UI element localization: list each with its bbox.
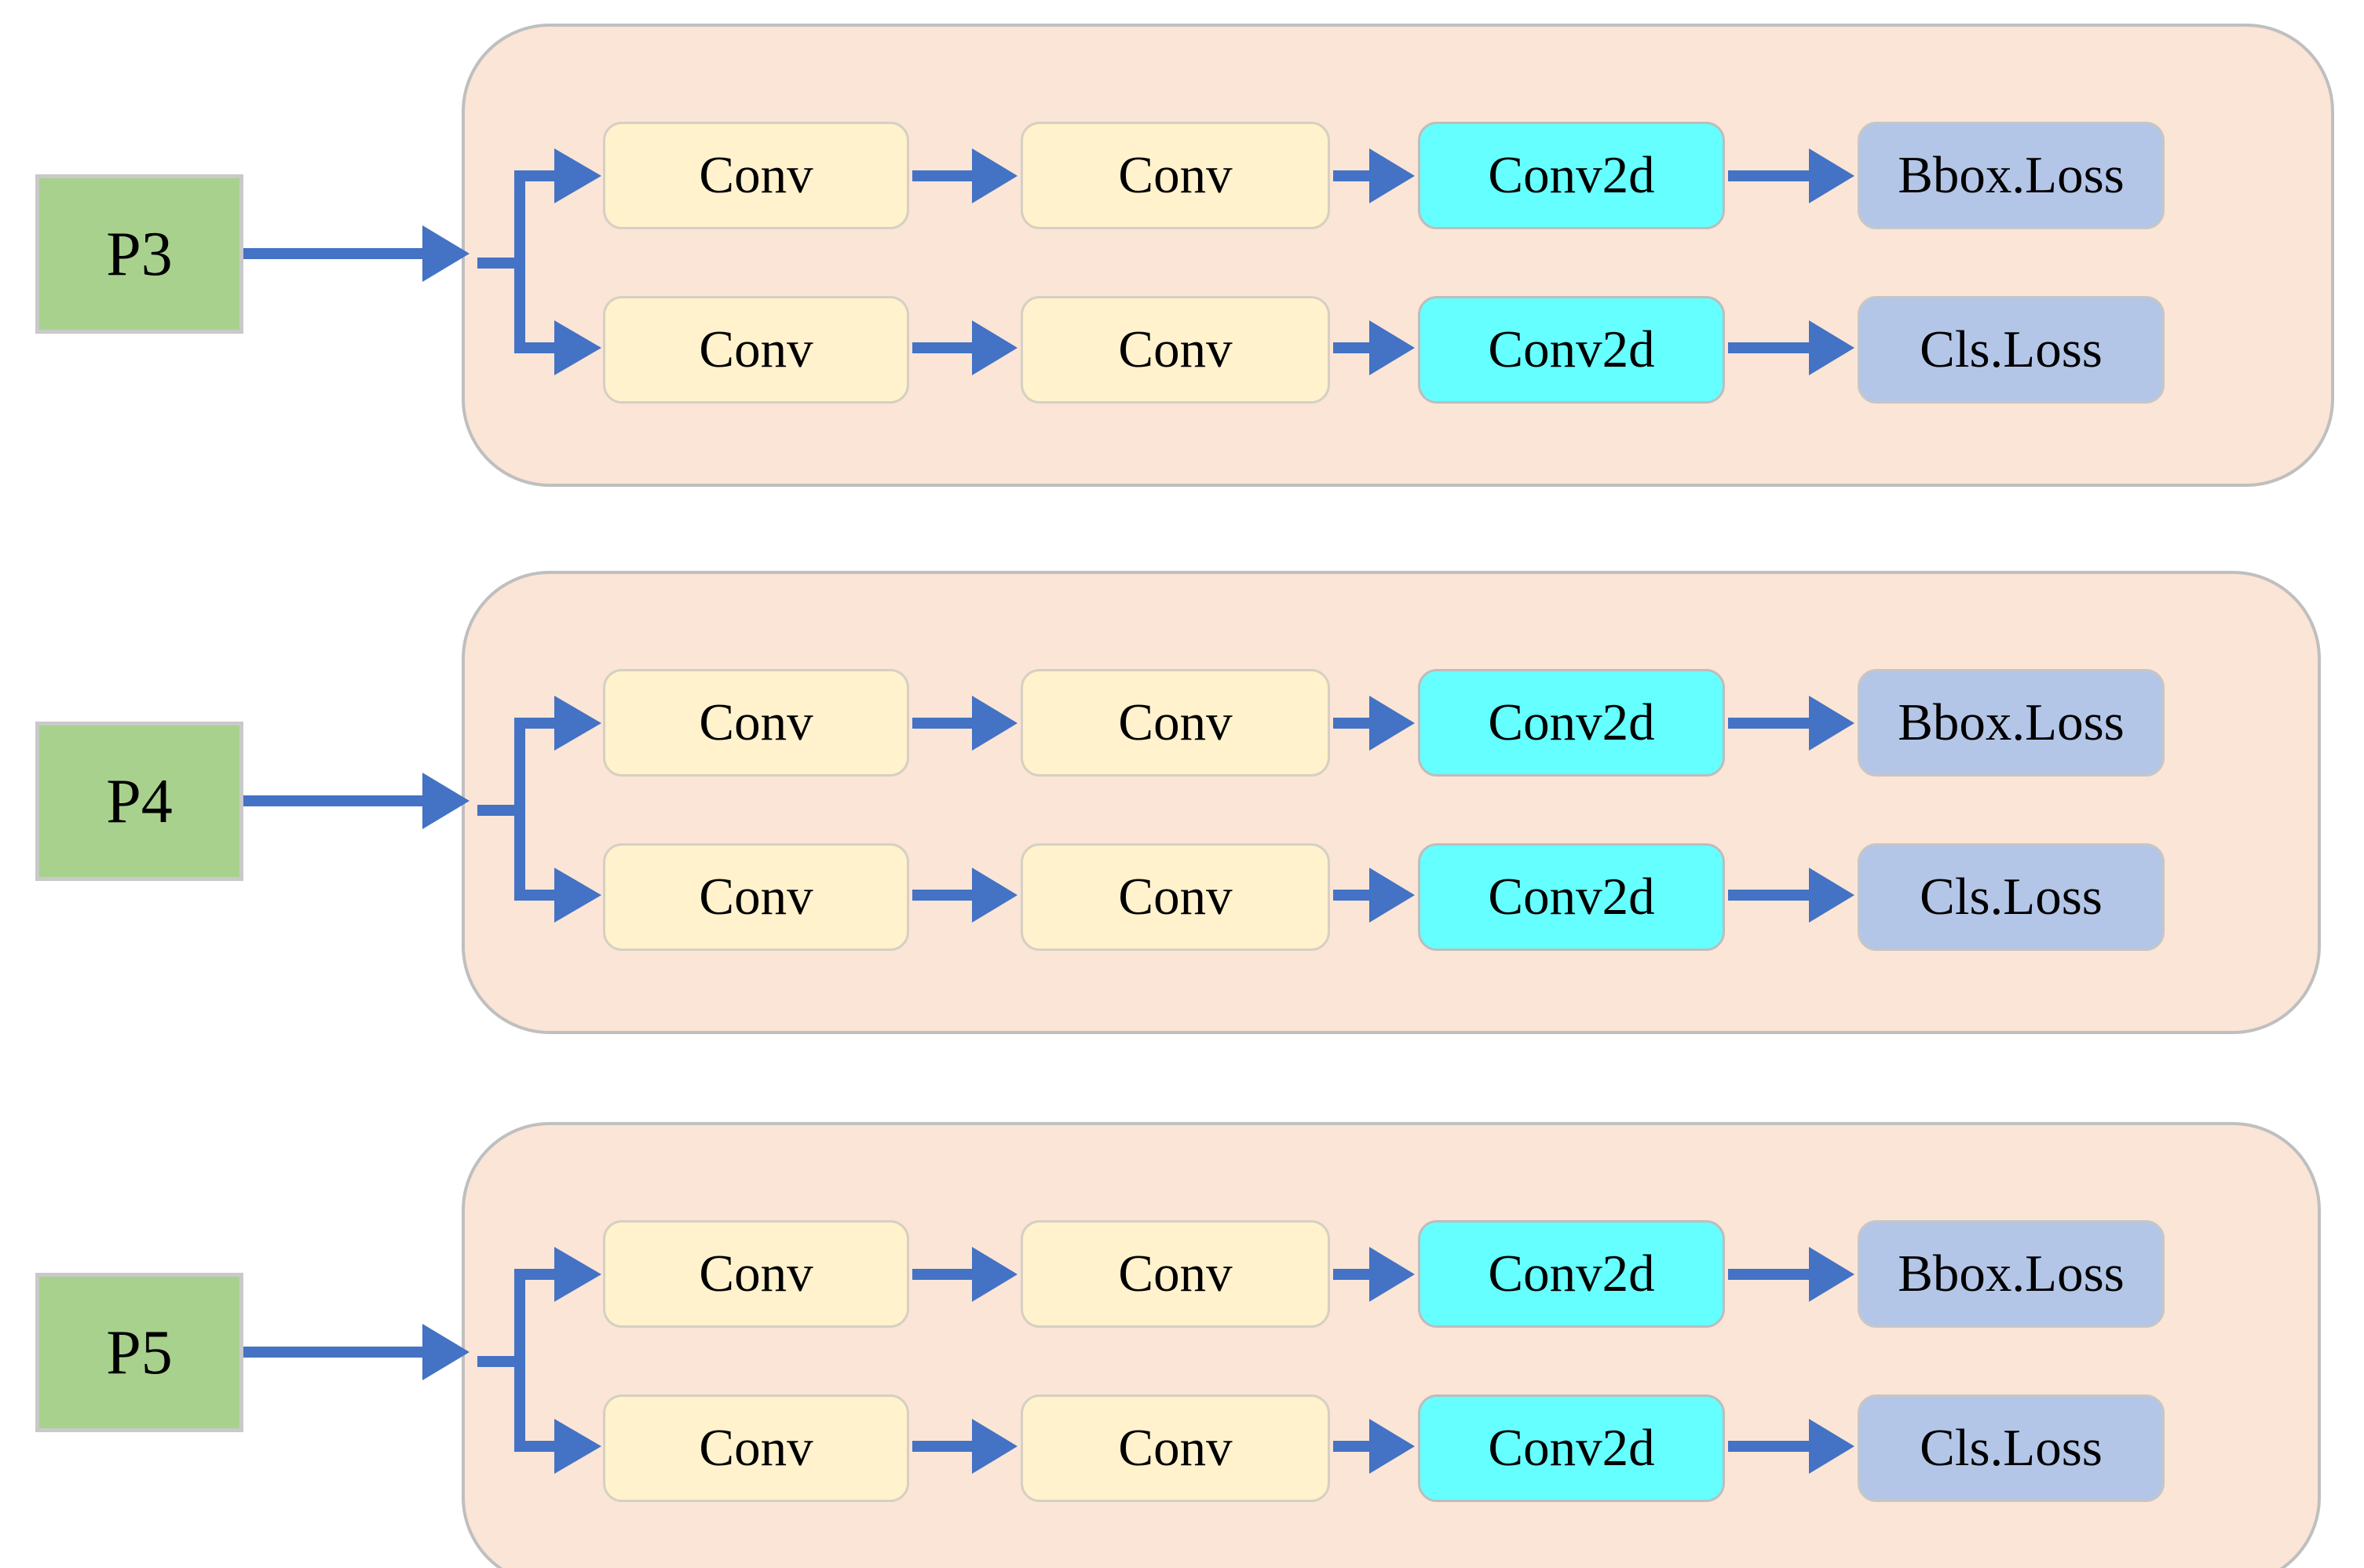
bbox-loss-box: Bbox.Loss (1858, 669, 2165, 777)
conv-box: Conv (1021, 669, 1330, 777)
cls-loss-box: Cls.Loss (1858, 843, 2165, 951)
input-box-p3: P3 (35, 174, 243, 334)
cls-loss-box: Cls.Loss (1858, 1394, 2165, 1502)
conv2d-box: Conv2d (1418, 669, 1725, 777)
bbox-loss-box: Bbox.Loss (1858, 1220, 2165, 1328)
conv2d-box: Conv2d (1418, 1220, 1725, 1328)
conv-box: Conv (1021, 122, 1330, 229)
row-p3: P3 Conv Conv Conv2d Bbox.Loss Conv Conv … (0, 24, 2364, 487)
conv-box: Conv (1021, 1394, 1330, 1502)
input-box-p4: P4 (35, 722, 243, 881)
conv-box: Conv (603, 1394, 909, 1502)
conv-box: Conv (1021, 296, 1330, 404)
conv-box: Conv (603, 843, 909, 951)
row-p5: P5 Conv Conv Conv2d Bbox.Loss Conv Conv … (0, 1122, 2364, 1568)
conv-box: Conv (603, 1220, 909, 1328)
input-box-p5: P5 (35, 1273, 243, 1432)
conv-box: Conv (603, 296, 909, 404)
conv2d-box: Conv2d (1418, 296, 1725, 404)
conv2d-box: Conv2d (1418, 122, 1725, 229)
bbox-loss-box: Bbox.Loss (1858, 122, 2165, 229)
conv-box: Conv (1021, 843, 1330, 951)
conv2d-box: Conv2d (1418, 1394, 1725, 1502)
row-p4: P4 Conv Conv Conv2d Bbox.Loss Conv Conv … (0, 571, 2364, 1034)
conv-box: Conv (1021, 1220, 1330, 1328)
conv-box: Conv (603, 122, 909, 229)
cls-loss-box: Cls.Loss (1858, 296, 2165, 404)
conv-box: Conv (603, 669, 909, 777)
head-panel-p3 (462, 24, 2334, 487)
head-panel-p4 (462, 571, 2321, 1034)
conv2d-box: Conv2d (1418, 843, 1725, 951)
